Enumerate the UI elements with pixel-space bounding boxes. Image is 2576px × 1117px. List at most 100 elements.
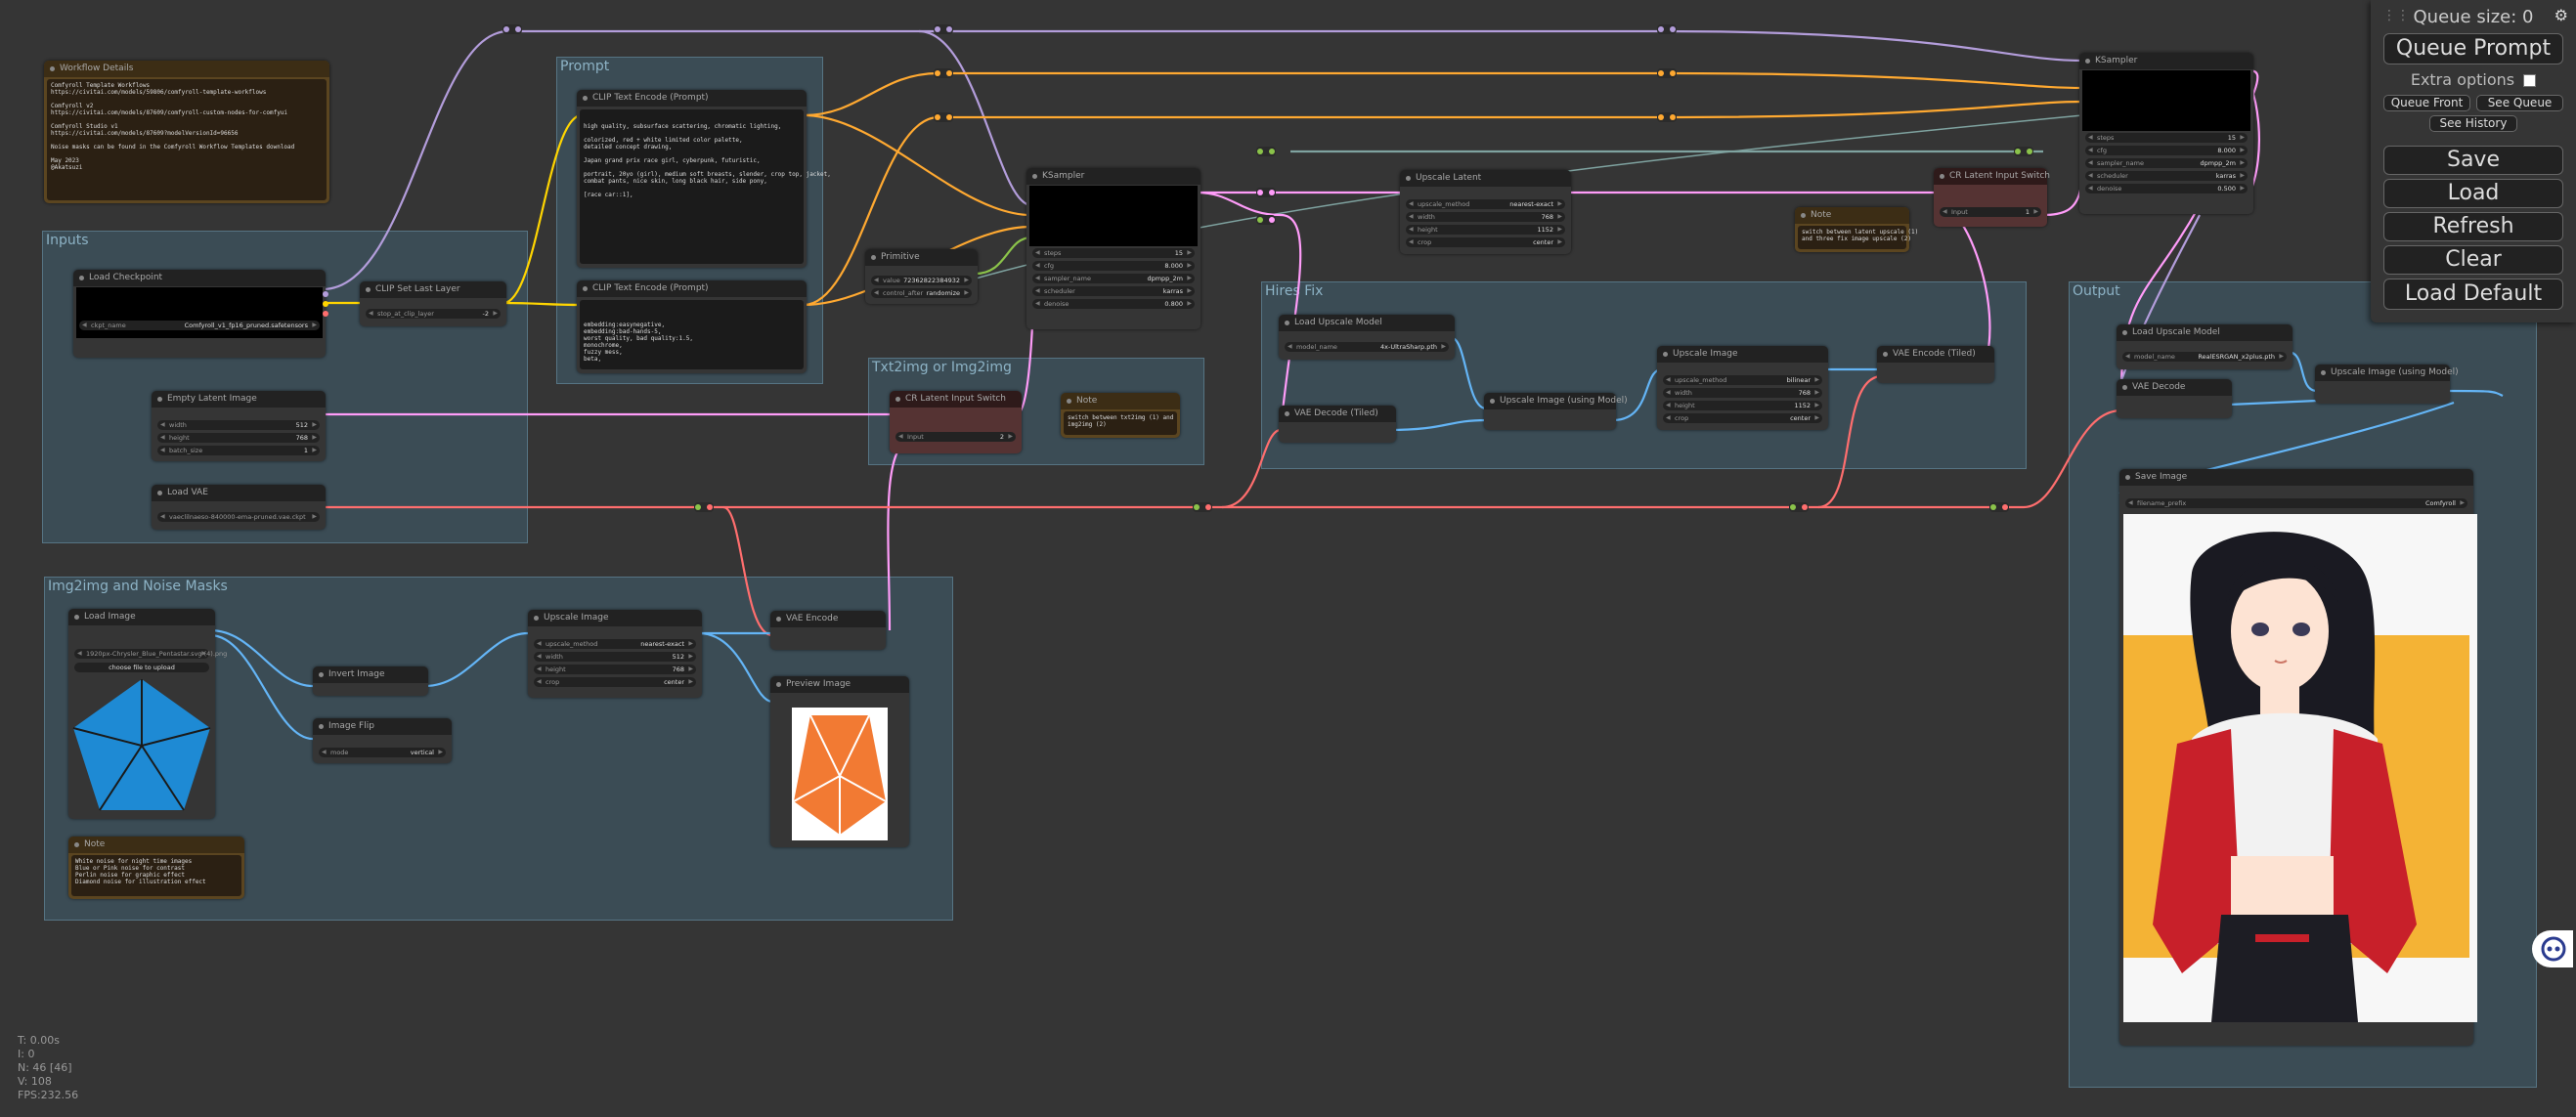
reroute[interactable]	[1657, 24, 1677, 34]
reroute[interactable]	[934, 24, 953, 34]
save-button[interactable]: Save	[2383, 146, 2563, 175]
clear-button[interactable]: Clear	[2383, 245, 2563, 275]
load-button[interactable]: Load	[2383, 179, 2563, 208]
stop-at-clip-layer-widget[interactable]: stop_at_clip_layer-2	[366, 309, 501, 319]
prompt-text[interactable]: embedding:easynegative, embedding:bad-ha…	[584, 322, 693, 363]
reroute[interactable]	[1256, 215, 1276, 225]
node-vae-encode-tiled[interactable]: VAE Encode (Tiled)	[1877, 346, 1994, 383]
node-load-checkpoint[interactable]: Load Checkpoint ckpt_nameComfyroll_v1_fp…	[73, 270, 328, 358]
reroute[interactable]	[934, 112, 953, 122]
see-history-button[interactable]: See History	[2429, 115, 2517, 132]
node-upscale-image-using-model-2[interactable]: Upscale Image (using Model)	[2315, 365, 2459, 404]
node-load-image[interactable]: Load Image 1920px-Chrysler_Blue_Pentasta…	[68, 609, 227, 819]
extra-options-checkbox[interactable]	[2523, 74, 2537, 87]
node-preview-image[interactable]: Preview Image	[770, 676, 909, 847]
ckpt-name-widget[interactable]: ckpt_nameComfyroll_v1_fp16_pruned.safete…	[79, 321, 320, 330]
node-invert-image[interactable]: Invert Image	[313, 666, 428, 696]
node-load-upscale-model-1[interactable]: Load Upscale Model model_name4x-UltraSha…	[1279, 315, 1455, 360]
node-note-switch-upscale[interactable]: Note switch between latent upscale (1) a…	[1795, 207, 1918, 252]
node-clip-text-encode-negative[interactable]: CLIP Text Encode (Prompt) embedding:easy…	[577, 280, 807, 373]
node-upscale-image-using-model-1[interactable]: Upscale Image (using Model)	[1484, 393, 1628, 430]
node-upscale-image-2[interactable]: Upscale Image upscale_methodnearest-exac…	[528, 610, 702, 698]
reroute[interactable]	[1789, 502, 1809, 512]
gear-icon[interactable]: ⚙	[2554, 6, 2568, 24]
node-vae-encode[interactable]: VAE Encode	[770, 611, 886, 650]
reroute[interactable]	[694, 502, 714, 512]
node-upscale-latent[interactable]: Upscale Latent upscale_methodnearest-exa…	[1400, 170, 1571, 254]
reroute[interactable]	[1657, 68, 1677, 78]
queue-front-button[interactable]: Queue Front	[2383, 95, 2470, 111]
queue-prompt-button[interactable]: Queue Prompt	[2383, 33, 2563, 64]
reroute[interactable]	[502, 24, 522, 34]
vae-name-widget[interactable]: vaeclilnaeso-840000-ema-pruned.vae.ckpt	[157, 512, 320, 522]
node-note-noise[interactable]: Note White noise for night time images B…	[68, 837, 244, 899]
node-load-upscale-model-2[interactable]: Load Upscale Model model_nameRealESRGAN_…	[2117, 324, 2292, 369]
reroute[interactable]	[1657, 112, 1677, 122]
node-workflow-details[interactable]: Workflow Details Comfyroll Template Work…	[44, 61, 329, 203]
node-load-vae[interactable]: Load VAE vaeclilnaeso-840000-ema-pruned.…	[152, 485, 326, 530]
choose-file-button[interactable]: choose file to upload	[74, 663, 209, 672]
reroute[interactable]	[1256, 188, 1276, 197]
node-note-switch-txt2img[interactable]: Note switch between txt2img (1) and img2…	[1061, 393, 1180, 438]
prompt-text[interactable]: high quality, subsurface scattering, chr…	[584, 123, 831, 198]
image-file-widget[interactable]: 1920px-Chrysler_Blue_Pentastar.svg (4).p…	[74, 649, 227, 659]
drag-handle-icon[interactable]: ⋮⋮	[2382, 8, 2410, 23]
refresh-button[interactable]: Refresh	[2383, 212, 2563, 241]
reroute[interactable]	[2014, 147, 2033, 156]
reroute[interactable]	[1256, 147, 1276, 156]
reroute[interactable]	[1193, 502, 1212, 512]
assistant-float-button[interactable]	[2532, 930, 2573, 967]
node-clip-set-last-layer[interactable]: CLIP Set Last Layer stop_at_clip_layer-2	[360, 281, 506, 326]
node-vae-decode-tiled[interactable]: VAE Decode (Tiled)	[1279, 406, 1396, 443]
reroute[interactable]	[1989, 502, 2009, 512]
node-vae-decode[interactable]: VAE Decode	[2117, 379, 2232, 418]
node-clip-text-encode-positive[interactable]: CLIP Text Encode (Prompt) high quality, …	[577, 90, 831, 268]
see-queue-button[interactable]: See Queue	[2476, 95, 2563, 111]
load-default-button[interactable]: Load Default	[2383, 279, 2563, 310]
generated-image[interactable]	[2123, 514, 2477, 1022]
reroute[interactable]	[934, 68, 953, 78]
